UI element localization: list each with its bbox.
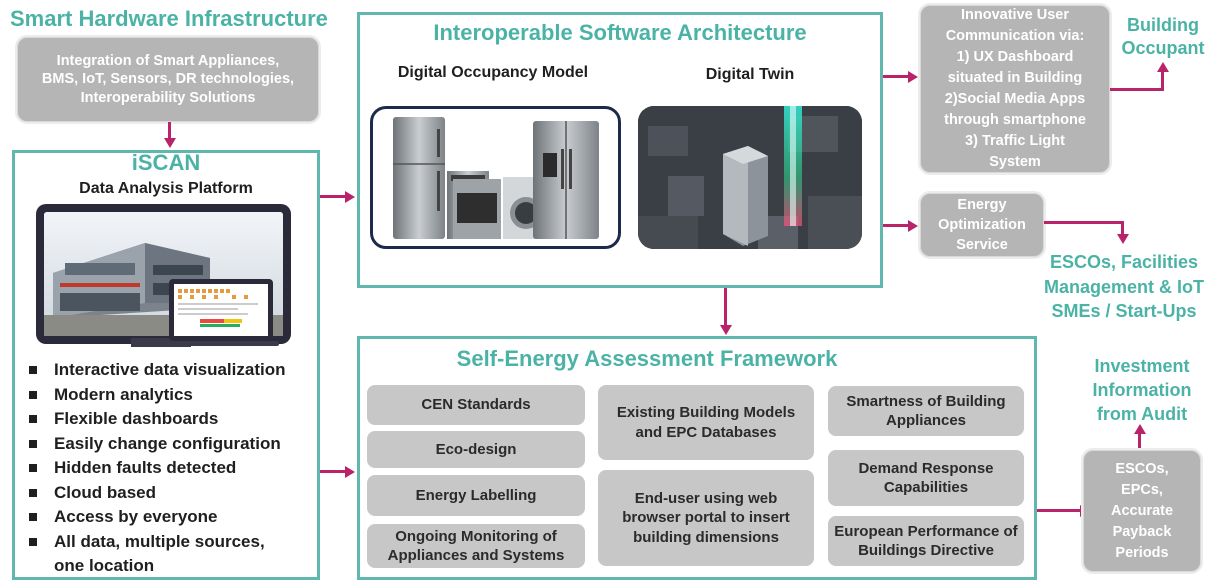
energy-service-line: Energy <box>957 197 1007 213</box>
hardware-line: BMS, IoT, Sensors, DR technologies, <box>41 71 295 88</box>
communication-line: Communication via: <box>945 28 1085 44</box>
assessment-item-cen-standards: CEN Standards <box>367 385 585 425</box>
feature-item: Easily change configuration <box>14 432 318 457</box>
investment-info-label: Investment Information from Audit <box>1078 354 1206 426</box>
communication-line: 1) UX Dashboard <box>956 49 1074 65</box>
escos-epcs-line: Payback <box>1112 523 1172 540</box>
feature-label: Access by everyone <box>54 507 218 526</box>
digital-twin-image <box>638 106 862 249</box>
communication-box: Innovative User Communication via: 1) UX… <box>920 5 1110 173</box>
arrow-software-to-energy-service <box>883 224 909 227</box>
feature-label: one location <box>54 556 155 575</box>
assessment-item-web-portal: End-user using web browser portal to ins… <box>598 470 814 566</box>
arrow-iscan-to-assessment-head <box>345 465 355 478</box>
investment-line: Information <box>1092 380 1192 400</box>
software-title: Interoperable Software Architecture <box>433 20 807 45</box>
assessment-item-eco-design: Eco-design <box>367 431 585 468</box>
escos-smes-line: ESCOs, Facilities <box>1049 252 1199 272</box>
arrow-energy-service-to-smes <box>1044 221 1124 224</box>
escos-epcs-line: EPCs, <box>1121 481 1163 498</box>
arrow-software-to-assessment <box>724 288 727 326</box>
escos-epcs-line: Accurate <box>1110 502 1174 519</box>
arrow-assessment-to-escos <box>1037 509 1081 512</box>
arrow-software-to-assessment-head <box>719 325 732 335</box>
arrow-software-to-communication <box>883 75 909 78</box>
hardware-line: Integration of Smart Appliances, <box>56 53 280 70</box>
investment-line: from Audit <box>1096 404 1188 424</box>
escos-smes-label: ESCOs, Facilities Management & IoT SMEs … <box>1032 250 1216 324</box>
communication-line: situated in Building <box>947 70 1083 86</box>
arrow-escos-to-investment-head <box>1133 424 1146 434</box>
communication-line: 2)Social Media Apps <box>944 91 1086 107</box>
communication-line: System <box>989 154 1041 170</box>
assessment-title: Self-Energy Assessment Framework <box>456 346 838 371</box>
feature-label: Hidden faults detected <box>54 458 237 477</box>
occupant-line: Occupant <box>1121 38 1205 58</box>
communication-line: Innovative User <box>961 7 1069 23</box>
feature-label: All data, multiple sources, <box>54 531 265 551</box>
feature-label: Easily change configuration <box>54 433 281 453</box>
feature-item: Modern analytics <box>14 383 318 408</box>
feature-label: Interactive data visualization <box>54 360 286 379</box>
assessment-item-demand-response: Demand Response Capabilities <box>828 450 1024 506</box>
arrow-iscan-to-assessment <box>320 470 346 473</box>
feature-label: Modern analytics <box>54 384 193 404</box>
arrow-communication-to-occupant <box>1110 88 1164 91</box>
energy-service-line: Optimization <box>938 217 1026 233</box>
iscan-subtitle: Data Analysis Platform <box>79 180 253 197</box>
occupant-line: Building <box>1127 15 1199 35</box>
escos-epcs-line: ESCOs, <box>1115 460 1169 477</box>
energy-service-box: Energy Optimization Service <box>920 193 1044 257</box>
occupancy-model-label: Digital Occupancy Model <box>397 64 589 81</box>
feature-item: Interactive data visualization <box>14 358 318 383</box>
arrow-escos-to-investment <box>1138 432 1141 450</box>
arrow-energy-service-to-smes-vertical <box>1121 221 1124 235</box>
hardware-line: Interoperability Solutions <box>80 89 256 106</box>
digital-twin-label: Digital Twin <box>705 66 795 83</box>
arrow-software-to-communication-head <box>908 70 918 83</box>
arrow-hardware-to-iscan-head <box>163 138 176 148</box>
escos-smes-line: SMEs / Start-Ups <box>1051 301 1197 321</box>
arrow-iscan-to-software <box>320 195 346 198</box>
feature-item: Access by everyone <box>14 505 318 530</box>
arrow-iscan-to-software-head <box>345 190 355 203</box>
platform-screenshot <box>35 203 297 351</box>
iscan-feature-list: Interactive data visualization Modern an… <box>14 358 318 579</box>
communication-line: through smartphone <box>944 112 1086 128</box>
hardware-box: Integration of Smart Appliances, BMS, Io… <box>17 37 319 122</box>
feature-item: All data, multiple sources, <box>14 530 318 555</box>
arrow-hardware-to-iscan <box>168 122 171 140</box>
assessment-item-epbd: European Performance of Buildings Direct… <box>828 516 1024 566</box>
energy-service-line: Service <box>956 237 1008 253</box>
feature-item: Cloud based <box>14 481 318 506</box>
feature-label: Cloud based <box>54 482 157 502</box>
escos-epcs-box: ESCOs, EPCs, Accurate Payback Periods <box>1083 450 1201 572</box>
arrow-software-to-energy-service-head <box>908 219 918 232</box>
assessment-item-building-models: Existing Building Models and EPC Databas… <box>598 385 814 460</box>
feature-item-continued: one location <box>14 554 318 579</box>
appliances-image <box>370 106 621 249</box>
assessment-item-ongoing-monitoring: Ongoing Monitoring of Appliances and Sys… <box>367 524 585 568</box>
arrow-communication-to-occupant-head <box>1156 62 1169 72</box>
arrow-energy-service-to-smes-head <box>1116 234 1129 244</box>
assessment-item-smartness: Smartness of Building Appliances <box>828 386 1024 436</box>
escos-epcs-line: Periods <box>1115 544 1169 561</box>
feature-item: Flexible dashboards <box>14 407 318 432</box>
escos-smes-line: Management & IoT <box>1043 276 1204 297</box>
feature-label: Flexible dashboards <box>54 409 219 428</box>
investment-line: Investment <box>1094 356 1190 376</box>
arrow-communication-to-occupant-vertical <box>1161 70 1164 91</box>
feature-item: Hidden faults detected <box>14 456 318 481</box>
assessment-item-energy-labelling: Energy Labelling <box>367 475 585 516</box>
communication-line: 3) Traffic Light <box>965 133 1065 149</box>
iscan-title: iSCAN <box>131 150 201 175</box>
hardware-title: Smart Hardware Infrastructure <box>10 6 328 31</box>
building-occupant-label: Building Occupant <box>1108 14 1218 60</box>
